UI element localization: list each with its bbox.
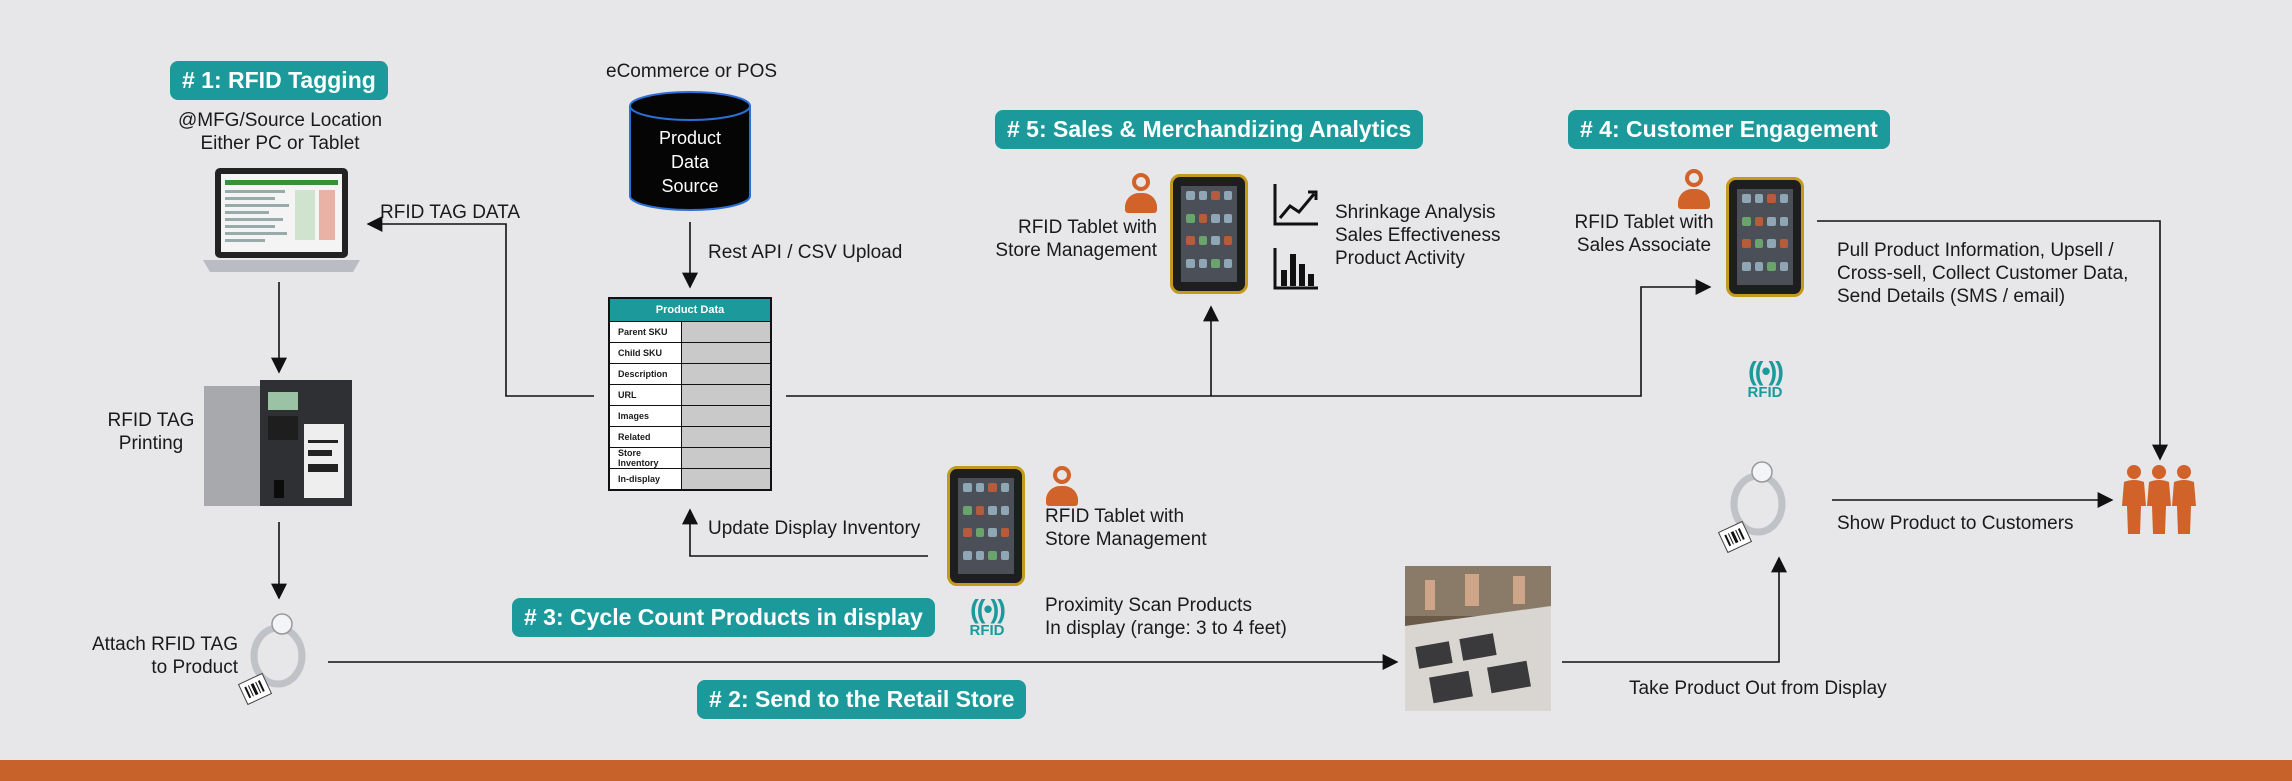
database-label: Product Data Source xyxy=(628,126,752,198)
tablet-sales-label: RFID Tablet with Sales Associate xyxy=(1560,211,1728,257)
ecommerce-label: eCommerce or POS xyxy=(606,60,777,83)
footer-bar xyxy=(0,760,2292,781)
table-row-label: Child SKU xyxy=(609,343,682,364)
table-row-label: In-display xyxy=(609,469,682,491)
bar-chart-icon xyxy=(1272,244,1320,292)
person-icon xyxy=(1678,169,1710,209)
product-data-header: Product Data xyxy=(609,298,771,322)
step-3-badge: # 3: Cycle Count Products in display xyxy=(512,598,935,637)
step-2-badge: # 2: Send to the Retail Store xyxy=(697,680,1026,719)
step-4-badge: # 4: Customer Engagement xyxy=(1568,110,1890,149)
step-5-badge: # 5: Sales & Merchandizing Analytics xyxy=(995,110,1423,149)
pull-info-label: Pull Product Information, Upsell / Cross… xyxy=(1837,239,2128,308)
table-row-label: Description xyxy=(609,364,682,385)
rfid-tag-printing-label: RFID TAG Printing xyxy=(96,409,206,455)
rest-api-label: Rest API / CSV Upload xyxy=(708,241,902,264)
show-product-label: Show Product to Customers xyxy=(1837,512,2074,535)
take-out-label: Take Product Out from Display xyxy=(1629,677,1887,700)
mfg-location-label: @MFG/Source Location Either PC or Tablet xyxy=(160,109,400,155)
line-chart-icon xyxy=(1272,180,1320,228)
table-row-label: Related xyxy=(609,427,682,448)
tablet-icon xyxy=(947,466,1025,586)
ring-icon xyxy=(238,612,310,708)
rfid-text: RFID xyxy=(965,622,1009,639)
tablet-icon xyxy=(1170,174,1248,294)
step-1-badge: # 1: RFID Tagging xyxy=(170,61,388,100)
database-icon: Product Data Source xyxy=(628,90,752,212)
laptop-icon xyxy=(203,168,360,278)
table-row-label: URL xyxy=(609,385,682,406)
display-case-photo xyxy=(1405,566,1551,711)
proximity-scan-label: Proximity Scan Products In display (rang… xyxy=(1045,594,1287,640)
rfid-icon: ((•))RFID xyxy=(1743,358,1787,401)
tablet-management-cycle-label: RFID Tablet with Store Management xyxy=(1045,505,1207,551)
table-row-label: Parent SKU xyxy=(609,322,682,343)
printer-icon xyxy=(204,380,354,512)
rfid-tag-data-label: RFID TAG DATA xyxy=(380,201,520,224)
table-row-label: Images xyxy=(609,406,682,427)
tablet-management-analytics-label: RFID Tablet with Store Management xyxy=(970,216,1157,262)
ring-icon xyxy=(1718,460,1790,556)
person-icon xyxy=(1046,466,1078,506)
update-display-label: Update Display Inventory xyxy=(708,517,920,540)
attach-tag-label: Attach RFID TAG to Product xyxy=(80,633,238,679)
product-data-table: Product Data Parent SKU Child SKU Descri… xyxy=(608,297,772,491)
tablet-icon xyxy=(1726,177,1804,297)
rfid-text: RFID xyxy=(1743,384,1787,401)
person-icon xyxy=(1125,173,1157,213)
analytics-list: Shrinkage Analysis Sales Effectiveness P… xyxy=(1335,201,1500,270)
customers-icon xyxy=(2120,462,2198,536)
table-row-label: Store Inventory xyxy=(609,448,682,469)
rfid-icon: ((•))RFID xyxy=(965,596,1009,639)
